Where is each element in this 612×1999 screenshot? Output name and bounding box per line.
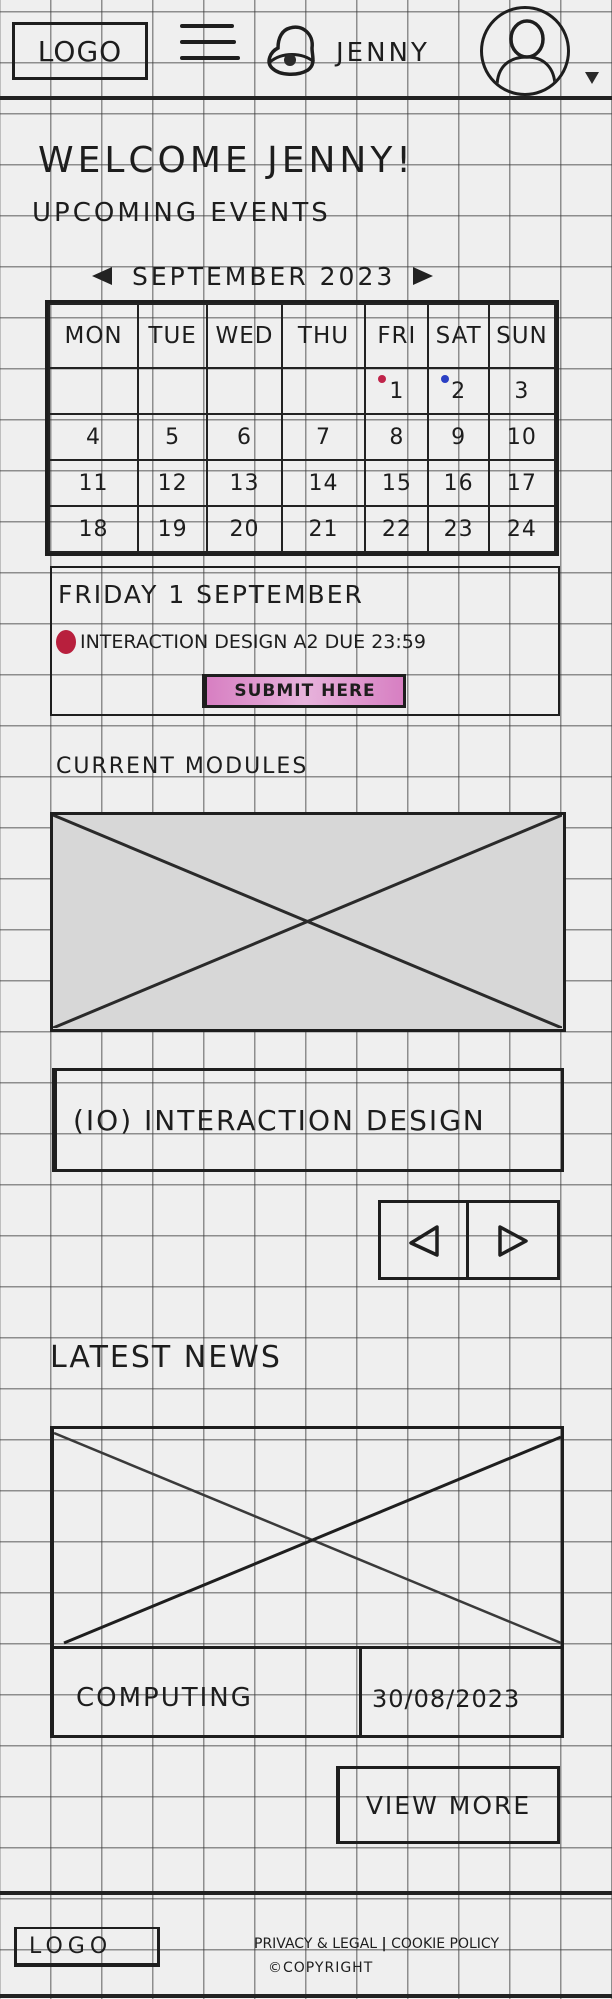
welcome-greeting: WELCOME JENNY! xyxy=(38,140,415,181)
modules-title: CURRENT MODULES xyxy=(56,754,309,779)
module-prev-button[interactable] xyxy=(381,1203,469,1277)
calendar-day-empty xyxy=(206,367,283,415)
weekday-sun: SUN xyxy=(487,303,557,369)
calendar-week-row: 11 12 13 14 15 16 17 xyxy=(47,459,557,507)
news-meta-divider xyxy=(359,1649,362,1735)
calendar-week-row: 1 2 3 xyxy=(47,367,557,415)
calendar-week-row: 18 19 20 21 22 23 24 xyxy=(47,505,557,553)
event-marker-dot xyxy=(378,375,387,383)
calendar-day[interactable]: 6 xyxy=(206,413,283,461)
news-card[interactable]: COMPUTING 30/08/2023 xyxy=(50,1426,564,1738)
calendar-day[interactable]: 21 xyxy=(280,505,367,553)
calendar-next-icon[interactable] xyxy=(411,265,435,287)
caret-down-icon[interactable] xyxy=(584,70,600,86)
event-marker-dot xyxy=(441,375,450,383)
header-logo-text: LOGO xyxy=(37,34,123,68)
news-category: COMPUTING xyxy=(76,1683,253,1713)
news-title: LATEST NEWS xyxy=(50,1340,282,1375)
calendar-day[interactable]: 3 xyxy=(487,367,557,415)
event-date-heading: FRIDAY 1 SEPTEMBER xyxy=(58,580,364,609)
event-item[interactable]: INTERACTION DESIGN A2 DUE 23:59 xyxy=(56,630,426,654)
hamburger-menu-icon[interactable] xyxy=(180,24,242,70)
cookie-policy-link[interactable]: COOKIE POLICY xyxy=(391,1936,500,1952)
calendar-day[interactable]: 16 xyxy=(427,459,490,507)
calendar-nav: SEPTEMBER 2023 xyxy=(90,258,510,294)
privacy-legal-link[interactable]: PRIVACY & LEGAL xyxy=(254,1936,378,1952)
calendar-day[interactable]: 12 xyxy=(137,459,209,507)
calendar-day[interactable]: 24 xyxy=(487,505,557,553)
weekday-wed: WED xyxy=(206,303,283,369)
calendar-prev-icon[interactable] xyxy=(90,265,114,287)
user-avatar-icon[interactable] xyxy=(480,6,570,96)
weekday-tue: TUE xyxy=(137,303,209,369)
calendar-day[interactable]: 5 xyxy=(137,413,209,461)
calendar-day[interactable]: 2 xyxy=(427,367,490,415)
triangle-right-icon xyxy=(498,1225,528,1257)
news-date: 30/08/2023 xyxy=(372,1685,521,1713)
calendar-day-empty xyxy=(47,367,140,415)
calendar-month-label: SEPTEMBER 2023 xyxy=(132,261,396,291)
weekday-fri: FRI xyxy=(364,303,430,369)
calendar-day[interactable]: 17 xyxy=(487,459,557,507)
calendar-week-row: 4 5 6 7 8 9 10 xyxy=(47,413,557,461)
image-placeholder-icon xyxy=(53,815,562,1028)
view-more-button[interactable]: VIEW MORE xyxy=(336,1766,560,1844)
module-name-card[interactable]: (IO) INTERACTION DESIGN xyxy=(52,1068,564,1172)
calendar-day[interactable]: 1 xyxy=(364,367,430,415)
weekday-sat: SAT xyxy=(427,303,490,369)
header-logo[interactable]: LOGO xyxy=(12,22,148,80)
calendar-day[interactable]: 11 xyxy=(47,459,140,507)
bell-icon[interactable] xyxy=(262,22,322,80)
calendar-day[interactable]: 22 xyxy=(364,505,430,553)
calendar-day[interactable]: 19 xyxy=(137,505,209,553)
footer-logo[interactable]: LOGO xyxy=(14,1927,160,1967)
footer-bottom-border xyxy=(0,1994,612,1998)
calendar-day[interactable]: 10 xyxy=(487,413,557,461)
calendar-day[interactable]: 18 xyxy=(47,505,140,553)
footer-links: PRIVACY & LEGAL | COOKIE POLICY xyxy=(254,1936,499,1952)
module-next-button[interactable] xyxy=(469,1203,557,1277)
header-divider xyxy=(0,96,612,100)
footer-logo-text: LOGO xyxy=(29,1933,113,1959)
calendar-day[interactable]: 23 xyxy=(427,505,490,553)
module-pager xyxy=(378,1200,560,1280)
triangle-left-icon xyxy=(408,1225,439,1257)
upcoming-events-title: UPCOMING EVENTS xyxy=(32,198,331,228)
image-placeholder-icon xyxy=(54,1431,561,1645)
footer-divider xyxy=(0,1891,612,1895)
module-name: (IO) INTERACTION DESIGN xyxy=(73,1103,486,1137)
calendar-day[interactable]: 15 xyxy=(364,459,430,507)
weekday-thu: THU xyxy=(280,303,367,369)
footer-copyright: ©COPYRIGHT xyxy=(268,1960,374,1976)
calendar-day[interactable]: 4 xyxy=(47,413,140,461)
module-image-placeholder[interactable] xyxy=(50,812,566,1032)
event-text: INTERACTION DESIGN A2 DUE 23:59 xyxy=(80,631,426,653)
submit-button-label: SUBMIT HERE xyxy=(234,681,376,701)
submit-button[interactable]: SUBMIT HERE xyxy=(202,674,406,708)
event-detail-card: FRIDAY 1 SEPTEMBER INTERACTION DESIGN A2… xyxy=(50,566,560,716)
calendar-weekday-row: MON TUE WED THU FRI SAT SUN xyxy=(47,303,557,369)
calendar-day-empty xyxy=(137,367,209,415)
calendar-day[interactable]: 8 xyxy=(364,413,430,461)
calendar-day[interactable]: 9 xyxy=(427,413,490,461)
calendar-day[interactable]: 20 xyxy=(206,505,283,553)
footer-link-separator: | xyxy=(381,1936,387,1952)
calendar-day-empty xyxy=(280,367,367,415)
header: LOGO JENNY xyxy=(0,0,612,100)
calendar-grid: MON TUE WED THU FRI SAT SUN 1 xyxy=(45,300,559,556)
weekday-mon: MON xyxy=(47,303,140,369)
calendar-day[interactable]: 13 xyxy=(206,459,283,507)
calendar-day[interactable]: 14 xyxy=(280,459,367,507)
calendar-day[interactable]: 7 xyxy=(280,413,367,461)
event-status-dot xyxy=(56,630,76,654)
view-more-label: VIEW MORE xyxy=(365,1790,532,1820)
news-image-placeholder xyxy=(54,1429,561,1649)
header-username[interactable]: JENNY xyxy=(336,38,430,68)
